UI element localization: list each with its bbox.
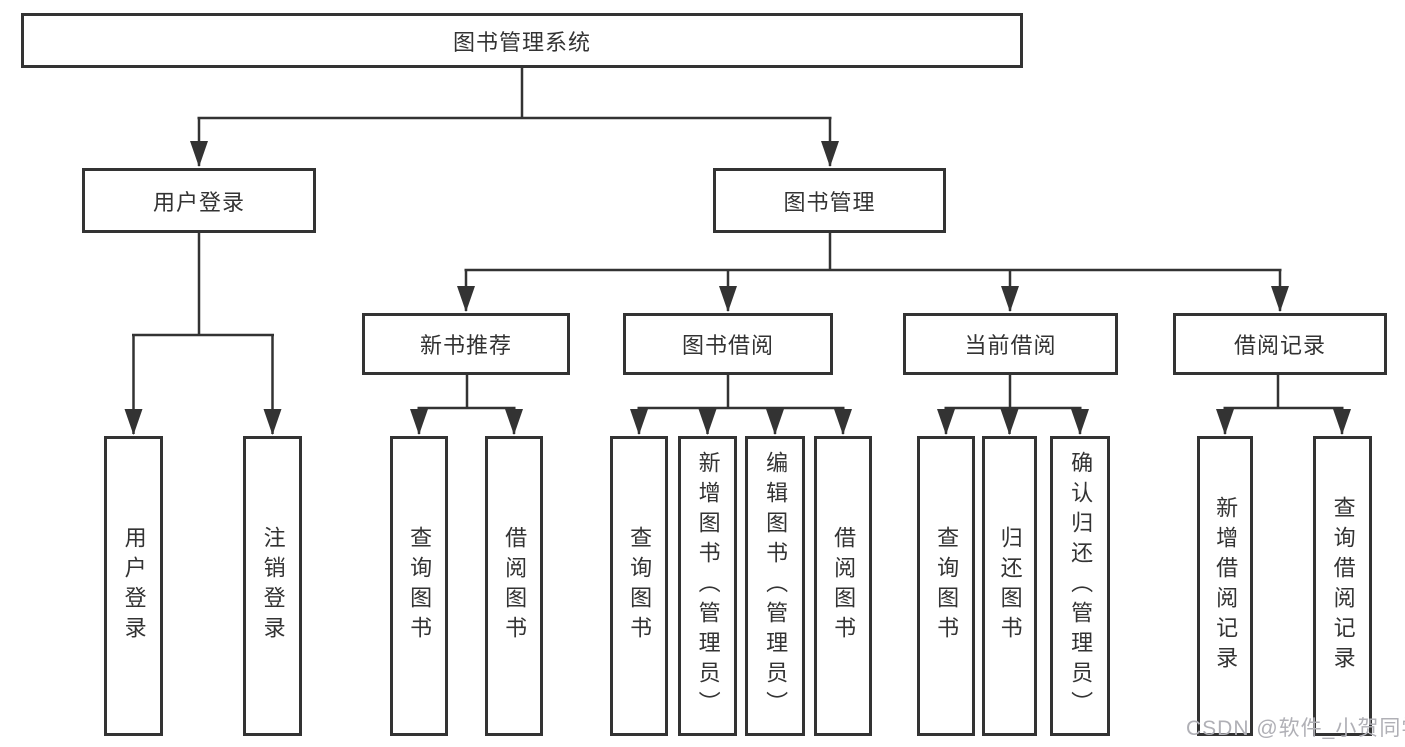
node-current-return-books: 归还图书 <box>982 436 1037 736</box>
node-library-management-system: 图书管理系统 <box>21 13 1023 68</box>
node-label: 借阅图书 <box>831 526 857 646</box>
node-label: 查询图书 <box>407 526 433 646</box>
node-label: 新增图书（管理员） <box>695 451 721 721</box>
node-label: 确认归还（管理员） <box>1068 451 1094 721</box>
node-label: 查询借阅记录 <box>1330 496 1356 676</box>
node-current-search-books: 查询图书 <box>917 436 975 736</box>
node-label: 图书管理系统 <box>452 29 591 55</box>
node-label: 归还图书 <box>997 526 1023 646</box>
node-records-search-record: 查询借阅记录 <box>1313 436 1372 736</box>
node-records-add-record: 新增借阅记录 <box>1197 436 1253 736</box>
node-label: 借阅记录 <box>1233 333 1326 358</box>
node-borrowing-records: 借阅记录 <box>1173 313 1387 375</box>
node-new-book-recommendation: 新书推荐 <box>362 313 570 375</box>
node-label: 编辑图书（管理员） <box>763 451 789 721</box>
node-recommend-search-books: 查询图书 <box>390 436 448 736</box>
node-label: 新书推荐 <box>419 333 512 358</box>
node-user-login-leaf: 用户登录 <box>104 436 163 736</box>
node-label: 注销登录 <box>260 526 286 646</box>
node-label: 当前借阅 <box>964 333 1057 358</box>
node-borrow-borrow-books: 借阅图书 <box>814 436 872 736</box>
node-logout-leaf: 注销登录 <box>243 436 302 736</box>
node-current-borrowing: 当前借阅 <box>903 313 1118 375</box>
node-label: 查询图书 <box>934 526 960 646</box>
node-user-login: 用户登录 <box>82 168 316 233</box>
node-borrow-edit-books-admin: 编辑图书（管理员） <box>745 436 805 736</box>
node-label: 用户登录 <box>152 189 245 215</box>
node-label: 用户登录 <box>121 526 147 646</box>
node-book-borrowing: 图书借阅 <box>623 313 833 375</box>
node-label: 查询图书 <box>627 526 653 646</box>
node-label: 借阅图书 <box>502 526 528 646</box>
node-label: 图书借阅 <box>681 333 774 358</box>
node-recommend-borrow-books: 借阅图书 <box>485 436 543 736</box>
node-borrow-add-books-admin: 新增图书（管理员） <box>678 436 737 736</box>
node-book-management: 图书管理 <box>713 168 946 233</box>
node-label: 新增借阅记录 <box>1213 496 1239 676</box>
node-label: 图书管理 <box>783 189 876 215</box>
node-borrow-search-books: 查询图书 <box>610 436 668 736</box>
node-current-confirm-return-admin: 确认归还（管理员） <box>1050 436 1110 736</box>
csdn-watermark: CSDN @软件_小贺同学 <box>1186 717 1405 740</box>
